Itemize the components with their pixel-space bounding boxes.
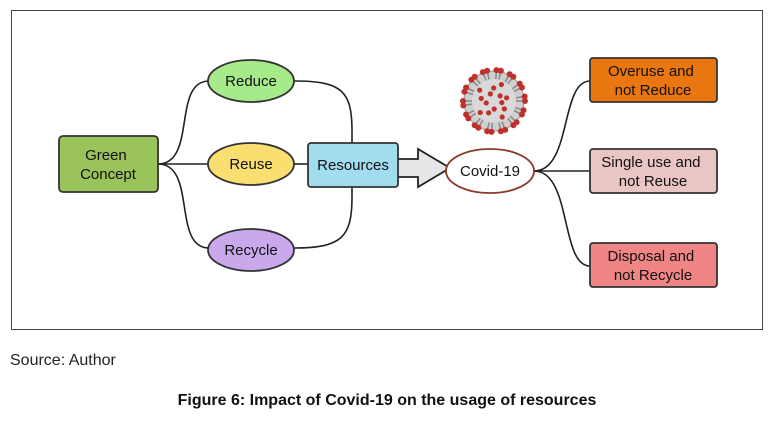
node-reduce-label: Reduce [225,73,277,90]
node-overuse-label: Overuse and not Reduce [608,63,698,99]
node-resources-label: Resources [317,157,389,174]
coronavirus-icon [460,67,528,135]
diagram-frame: Green Concept Reduce Reuse Recycle Resou… [11,10,763,330]
node-overuse: Overuse and not Reduce [589,57,718,103]
node-reuse: Reuse [207,142,295,186]
node-covid: Covid-19 [445,148,535,194]
node-green-concept: Green Concept [58,135,159,193]
node-green-concept-label: Green Concept [80,147,137,183]
node-recycle-label: Recycle [224,242,277,259]
source-note: Source: Author [10,352,116,369]
node-resources: Resources [307,142,399,188]
flow-diagram: Green Concept Reduce Reuse Recycle Resou… [58,57,718,288]
node-single-use: Single use and not Reuse [589,148,718,194]
node-covid-label: Covid-19 [460,163,520,180]
connector-lines [157,80,591,267]
node-recycle: Recycle [207,228,295,272]
node-disposal: Disposal and not Recycle [589,242,718,288]
node-reduce: Reduce [207,59,295,103]
hollow-arrow-icon [391,147,452,189]
figure-caption: Figure 6: Impact of Covid-19 on the usag… [177,392,597,409]
node-reuse-label: Reuse [229,156,272,173]
node-single-use-label: Single use and not Reuse [601,154,704,190]
node-disposal-label: Disposal and not Recycle [608,248,699,284]
